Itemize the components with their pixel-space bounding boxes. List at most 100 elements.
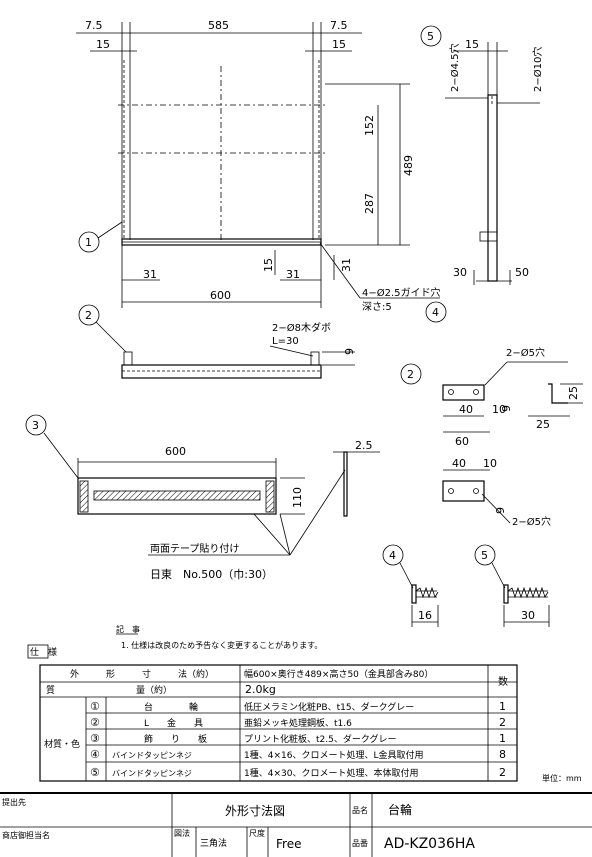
- part-2-desc: 亜鉛メッキ処理鋼板、t1.6: [244, 717, 352, 729]
- bracket-hole-bottom: 2−Ø5穴: [512, 515, 551, 528]
- notes-line-1: 1. 仕様は改良のため予告なく変更することがあります。: [121, 640, 322, 650]
- part-3-qty: 1: [499, 732, 506, 745]
- screw5-30: 30: [521, 609, 535, 622]
- balloon-1: 1: [85, 236, 92, 249]
- bracket-25b: 25: [536, 418, 550, 431]
- bracket-40: 40: [459, 403, 473, 416]
- screw-details: 4 16 5 30: [382, 544, 550, 627]
- doc-title: 外形寸法図: [225, 804, 285, 818]
- balloon-4-top: 4: [432, 306, 439, 319]
- bracket-hole-top: 2−Ø5穴: [506, 346, 545, 359]
- balloon-3: 3: [32, 419, 39, 432]
- dim-right-15: 15: [332, 38, 346, 51]
- spec-outer-value: 幅600×奥行き489×高さ50（金具部含み80）: [244, 668, 433, 680]
- dowel-length: L=30: [272, 336, 299, 347]
- spec-material-label: 材質・色: [44, 738, 80, 750]
- part-5-qty: 2: [499, 766, 506, 779]
- part-3-name: 飾 り 板: [144, 733, 207, 745]
- part-5-desc: 1種、4×30、クロメート処理、本体取付用: [244, 767, 418, 779]
- side-hole-10: 2−Ø10穴: [531, 47, 544, 92]
- balloon-5: 5: [481, 549, 488, 562]
- side-hole-4-5: 2−Ø4.5穴: [448, 43, 461, 92]
- name-label: 品名: [352, 805, 368, 815]
- dim-287: 287: [363, 193, 376, 214]
- side-dim-30: 30: [453, 266, 467, 279]
- spec-outer-label: 外 形 寸 法（約）: [70, 668, 214, 680]
- part-5-name: バインドタッピンネジ: [112, 769, 192, 778]
- notes-block: 記 事 1. 仕様は改良のため予告なく変更することがあります。: [116, 624, 322, 650]
- bracket-25a: 25: [567, 386, 580, 400]
- balloon-5-top: 5: [427, 30, 434, 43]
- side-dim-15: 15: [465, 38, 479, 51]
- dim-15-bottom: 15: [262, 258, 275, 272]
- dim-31-right: 31: [286, 268, 300, 281]
- part-2-name: L 金 具: [144, 717, 203, 729]
- spec-label: 仕 様: [30, 646, 57, 658]
- decor-plate-view: 3 600 110 2.5 両面テープ貼り付け 日東 No.500（巾:30）: [25, 414, 380, 581]
- bracket-40b: 40: [452, 457, 466, 470]
- part-3-no: ③: [90, 732, 100, 745]
- dim-left-15: 15: [96, 38, 110, 51]
- spec-qty-header: 数: [498, 675, 508, 688]
- spec-table: 仕 様 外 形 寸 法（約） 幅600×奥行き489×高さ50（金具部含み80）…: [27, 644, 582, 783]
- guide-hole-depth: 深さ:5: [362, 301, 392, 313]
- side-view: 5 15 2−Ø4.5穴 2−Ø10穴 30 50: [420, 25, 544, 285]
- top-view: 7.5 585 7.5 15 15 489 152 287 31 31: [76, 19, 447, 323]
- dim-9-front: 9: [343, 348, 356, 355]
- scale-value: Free: [276, 837, 301, 851]
- screw4-16: 16: [418, 609, 432, 622]
- dim-31-left: 31: [143, 268, 157, 281]
- part-4-name: バインドタッピンネジ: [112, 751, 192, 760]
- part-4-no: ④: [90, 748, 100, 761]
- balloon-4: 4: [389, 549, 396, 562]
- plate-dim-2-5: 2.5: [355, 439, 373, 452]
- plate-dim-110: 110: [291, 487, 304, 508]
- part-3-desc: プリント化粧板、t2.5、ダークグレー: [244, 733, 396, 745]
- part-1-desc: 低圧メラミン化粧PB、t15、ダークグレー: [244, 701, 414, 713]
- front-view: 2 2−Ø8木ダボ L=30 9: [78, 304, 356, 379]
- spec-weight-value: 2.0kg: [245, 683, 276, 696]
- side-dim-50: 50: [515, 266, 529, 279]
- name-value: 台輪: [388, 802, 412, 817]
- bracket-detail: 2 2−Ø5穴 40 10 60 9 25 25 40 10 9 2−Ø5穴: [400, 346, 583, 528]
- dim-600-top: 600: [210, 289, 231, 302]
- dim-31-side: 31: [340, 258, 353, 272]
- balloon-2-front: 2: [85, 309, 92, 322]
- bracket-9: 9: [500, 405, 513, 412]
- part-2-qty: 2: [499, 716, 506, 729]
- tape-note-1: 両面テープ貼り付け: [150, 542, 239, 555]
- balloon-2-detail: 2: [407, 368, 414, 381]
- method-value: 三角法: [200, 837, 227, 849]
- part-1-name: 台 輪: [144, 701, 198, 713]
- method-label: 図法: [174, 828, 190, 838]
- bracket-10: 10: [492, 403, 506, 416]
- dim-top-right: 7.5: [330, 19, 348, 32]
- code-label: 品番: [352, 838, 368, 848]
- part-4-desc: 1種、4×16、クロメート処理、L金具取付用: [244, 749, 423, 761]
- title-block: 提出先 商店御担当名 外形寸法図 品名 台輪 図法 三角法 尺度 Free 品番…: [0, 792, 592, 857]
- dowel-label: 2−Ø8木ダボ: [272, 321, 331, 334]
- bracket-60: 60: [455, 435, 469, 448]
- part-2-no: ②: [90, 716, 100, 729]
- code-value: AD-KZ036HA: [384, 836, 475, 852]
- dim-489: 489: [402, 155, 415, 176]
- bracket-10b: 10: [483, 457, 497, 470]
- client-label: 提出先: [2, 797, 26, 807]
- part-4-qty: 8: [499, 748, 506, 761]
- part-1-no: ①: [90, 700, 100, 713]
- scale-label: 尺度: [249, 828, 265, 838]
- bracket-9b: 9: [494, 507, 507, 514]
- plate-dim-600: 600: [165, 445, 186, 458]
- store-label: 商店御担当名: [2, 830, 50, 840]
- unit-label: 単位：mm: [542, 773, 582, 783]
- guide-hole-label: 4−Ø2.5ガイド穴: [362, 286, 441, 299]
- dim-top-585: 585: [208, 19, 229, 32]
- tape-note-2: 日東 No.500（巾:30）: [150, 567, 273, 581]
- part-5-no: ⑤: [90, 766, 100, 779]
- spec-weight-label: 質 量（約）: [46, 684, 172, 696]
- notes-title: 記 事: [116, 624, 140, 634]
- dim-top-left: 7.5: [85, 19, 103, 32]
- dim-152: 152: [363, 115, 376, 136]
- part-1-qty: 1: [499, 700, 506, 713]
